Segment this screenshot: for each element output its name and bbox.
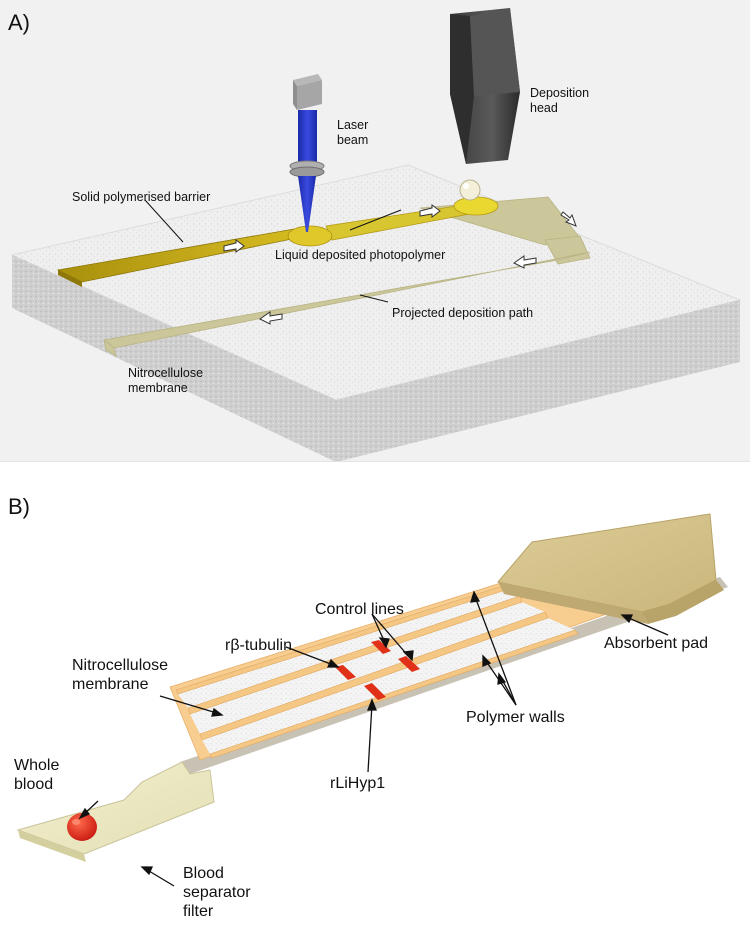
panel-b-label: B) [8, 494, 30, 519]
membrane-label-b: Nitrocellulose membrane [72, 657, 169, 694]
blood-separator-label: Blood separator filter [183, 865, 251, 921]
photopolymer-droplet [459, 179, 481, 201]
laser-beam-label: Laser beam [337, 118, 369, 147]
whole-blood-label: Whole blood [14, 757, 60, 794]
leader-lines [144, 199, 402, 303]
deposition-head-label: Deposition head [530, 86, 590, 115]
blood-drop [67, 813, 97, 841]
membrane-channels [178, 590, 575, 754]
rlihyp1-label: rLiHyp1 [330, 775, 386, 792]
beta-tubulin-label: rβ-tubulin [225, 637, 293, 654]
blood-separator-filter [16, 761, 215, 862]
absorbent-pad-label: Absorbent pad [604, 635, 709, 652]
liquid-photopolymer-label: Liquid deposited photopolymer [275, 248, 446, 262]
nitrocellulose-slab [10, 164, 742, 462]
panel-a: A) Deposition head Laser beam Solid poly… [0, 0, 750, 462]
laser-device [289, 74, 325, 232]
panel-a-illustration [10, 8, 742, 462]
solid-polymerised-barrier [56, 196, 499, 287]
deposition-head [450, 8, 520, 164]
panel-b: B) Control lines rβ-tubulin Nitrocellulo… [0, 462, 750, 930]
solid-barrier-label: Solid polymerised barrier [72, 190, 211, 204]
control-lines-label: Control lines [315, 601, 404, 618]
panel-b-illustration [16, 513, 728, 887]
membrane-label-a: Nitrocellulose membrane [128, 366, 204, 395]
path-arrows [223, 204, 577, 325]
projected-path-label: Projected deposition path [392, 306, 534, 320]
polymer-walls-label: Polymer walls [466, 709, 565, 726]
panel-a-label: A) [8, 10, 30, 35]
test-lines [335, 640, 420, 700]
absorbent-pad [497, 513, 724, 624]
leader-lines-b [78, 590, 669, 887]
